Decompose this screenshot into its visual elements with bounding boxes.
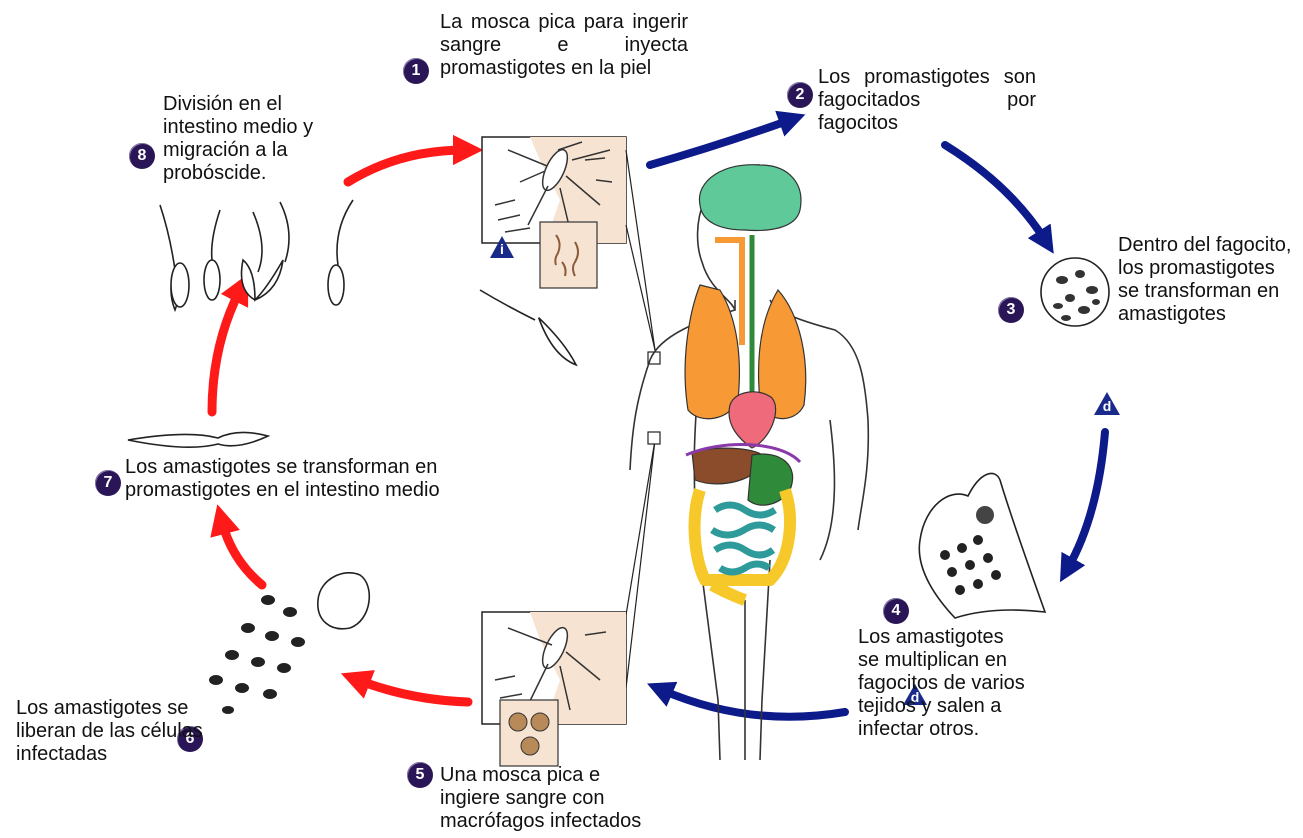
- human-body: [630, 165, 868, 760]
- diagnostic-stage-letter-3: d: [1094, 391, 1120, 415]
- step-4-badge: 4: [883, 598, 909, 624]
- step-4-caption: Los amastigotes se multiplican en fagoci…: [858, 626, 1026, 741]
- step-5-caption: Una mosca pica e ingiere sangre con macr…: [440, 764, 650, 833]
- step-3-caption: Dentro del fagocito, los promastigotes s…: [1118, 234, 1298, 326]
- infected-phagocyte: [1041, 258, 1109, 326]
- arrow-3-to-4: [1068, 432, 1105, 568]
- step-1-badge: 1: [403, 58, 429, 84]
- step-6-caption: Los amastigotes se liberan de las célula…: [16, 697, 216, 766]
- step-1-caption: La mosca pica para ingerir sangre e inye…: [440, 11, 688, 80]
- small-intestine: [712, 505, 775, 572]
- step-7-badge: 7: [95, 470, 121, 496]
- arrow-4-to-5: [662, 690, 845, 717]
- arrow-8-to-1: [348, 150, 465, 182]
- infective-stage-letter: i: [489, 234, 515, 258]
- arrow-7-to-8: [212, 290, 240, 412]
- arrow-2-to-3: [945, 145, 1045, 240]
- step-2-caption: Los promastigotes son fagocitados por fa…: [818, 66, 1036, 135]
- skin-marker-lower: [648, 432, 660, 444]
- step-2-badge: 2: [787, 82, 813, 108]
- step-8-badge: 8: [129, 143, 155, 169]
- tissue-macrophage: [919, 473, 1045, 618]
- step-3-badge: 3: [998, 297, 1024, 323]
- arrow-5-to-6: [358, 680, 468, 702]
- arrow-6-to-7: [222, 522, 262, 585]
- sandfly-ingesting-inset: [482, 612, 626, 766]
- step-5-badge: 5: [407, 762, 433, 788]
- sandfly-feeding-inset: [482, 137, 626, 288]
- released-amastigotes: [209, 573, 369, 714]
- step-7-caption: Los amastigotes se transforman en promas…: [125, 456, 480, 502]
- heart: [729, 392, 776, 448]
- arrow-1-to-2: [650, 120, 790, 165]
- step-8-caption: División en el intestino medio y migraci…: [163, 93, 348, 185]
- brain: [699, 165, 800, 231]
- inset-connectors: [626, 150, 655, 688]
